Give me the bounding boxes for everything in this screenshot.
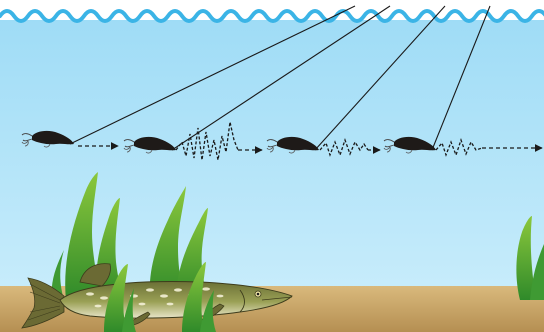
fishing-retrieve-diagram	[0, 0, 544, 332]
